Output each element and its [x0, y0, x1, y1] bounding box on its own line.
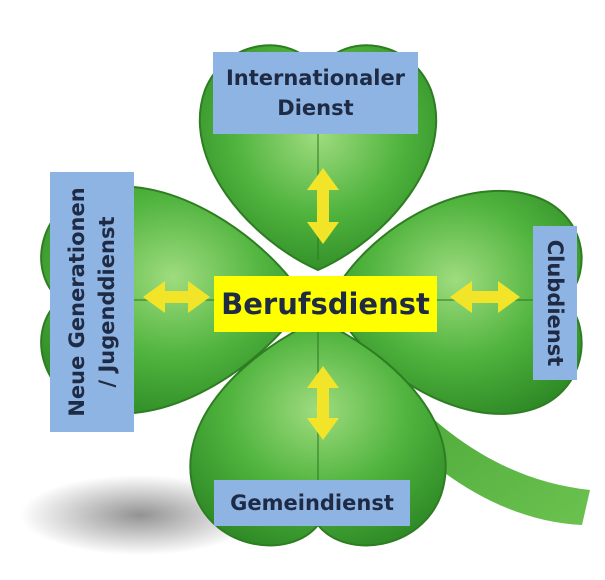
- vocational-service-label: Berufsdienst: [221, 287, 430, 321]
- international-service-box: Internationaler Dienst: [213, 52, 418, 134]
- community-service-label: Gemeindienst: [230, 491, 394, 515]
- double-headed-arrow-icon: [307, 366, 339, 440]
- international-service-line1: Internationaler: [225, 66, 406, 90]
- vocational-service-box: Berufsdienst: [214, 276, 437, 332]
- new-generations-line2: / Jugenddienst: [95, 216, 119, 388]
- new-generations-text: Neue Generationen / Jugenddienst: [62, 187, 122, 416]
- international-service-line2: Dienst: [277, 96, 354, 120]
- double-headed-arrow-icon: [450, 281, 520, 313]
- new-generations-line1: Neue Generationen: [65, 187, 89, 417]
- community-service-box: Gemeindienst: [214, 480, 410, 526]
- new-generations-box: Neue Generationen / Jugenddienst: [50, 172, 134, 432]
- double-headed-arrow-icon: [143, 281, 210, 313]
- club-service-text: Clubdienst: [543, 239, 567, 367]
- club-service-box: Clubdienst: [533, 226, 577, 380]
- double-headed-arrow-icon: [307, 168, 339, 244]
